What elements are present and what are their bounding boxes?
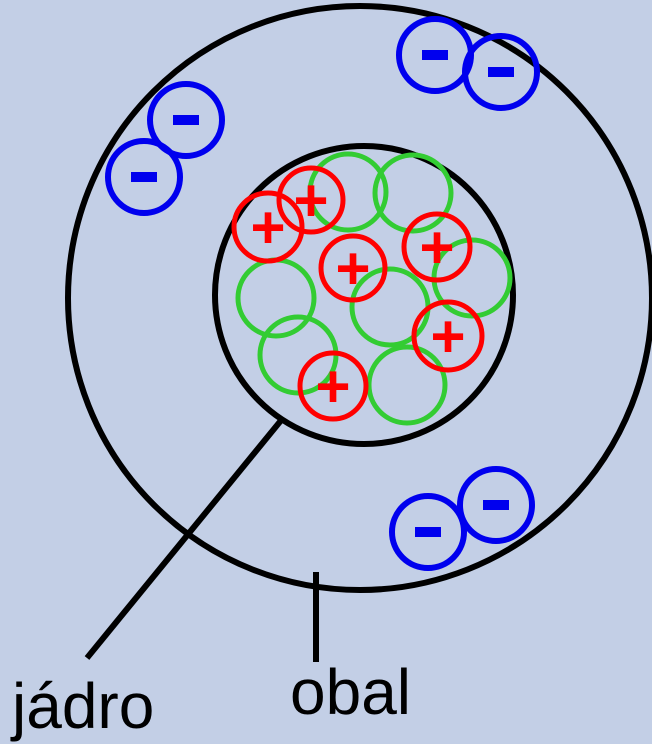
proton-sign: + xyxy=(335,235,370,302)
nucleus-circle xyxy=(212,143,516,447)
protons xyxy=(231,165,485,422)
electron-sign xyxy=(415,527,441,537)
electrons xyxy=(105,16,540,571)
electron-sign xyxy=(131,172,157,182)
electron-signs xyxy=(131,50,514,537)
nucleus-label: jádro xyxy=(10,670,154,742)
proton xyxy=(297,350,369,422)
electron xyxy=(462,33,540,111)
proton xyxy=(276,165,346,235)
nucleus-leader-line xyxy=(84,416,286,660)
shell-label: obal xyxy=(290,656,411,728)
proton-signs: + + + + + + xyxy=(250,167,465,420)
electron xyxy=(389,493,467,571)
neutron xyxy=(372,152,454,234)
proton-sign: + xyxy=(293,167,328,234)
proton-sign: + xyxy=(430,303,465,370)
electron-shell-circle xyxy=(65,3,652,593)
proton xyxy=(411,299,485,373)
electron xyxy=(147,81,225,159)
proton-sign: + xyxy=(250,194,285,261)
electron-sign xyxy=(483,500,509,510)
electron xyxy=(105,138,183,216)
neutron xyxy=(307,151,389,233)
proton xyxy=(318,233,388,303)
electron-sign xyxy=(488,67,514,77)
proton-sign: + xyxy=(315,353,350,420)
proton-sign: + xyxy=(419,214,454,281)
electron-sign xyxy=(422,50,448,60)
neutron xyxy=(366,344,448,426)
proton xyxy=(231,190,305,264)
proton xyxy=(401,211,473,283)
electron xyxy=(457,466,535,544)
electron-sign xyxy=(173,115,199,125)
